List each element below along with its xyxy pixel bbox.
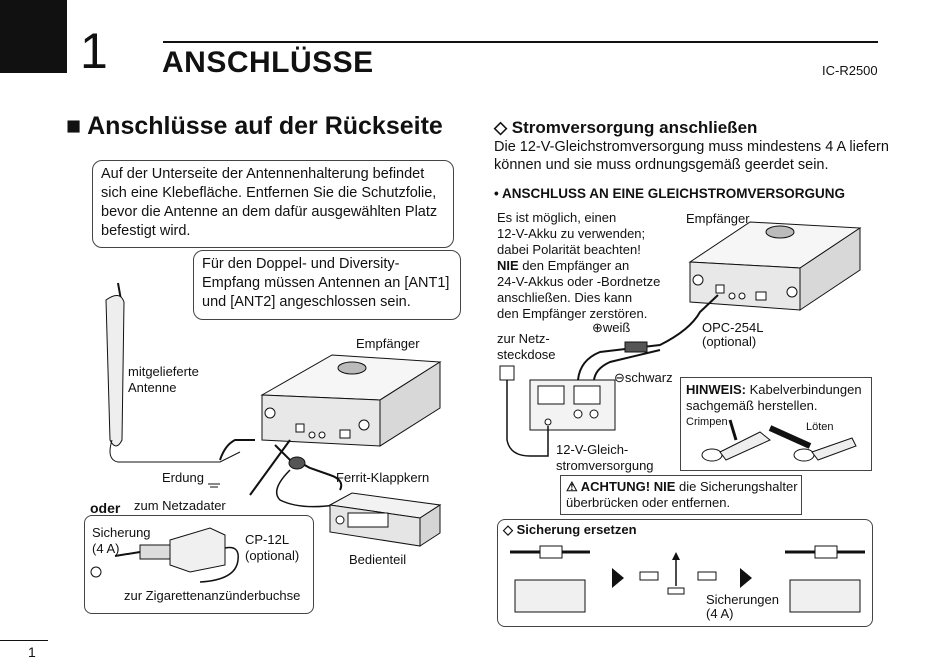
label-cigarette: zur Zigarettenanzünderbuchse [124,588,301,603]
model-name: IC-R2500 [822,63,878,78]
hint-line-1: HINWEIS: Kabelverbindungen [686,382,862,398]
label-black: ⊖schwarz [614,370,673,385]
label-ferrite: Ferrit-Klappkern [336,470,430,485]
label-mains-1: zur Netz- [497,331,550,346]
label-cp12l-1: CP-12L [245,532,290,547]
hint-box [680,377,872,471]
controller-icon [328,492,442,547]
section-title: ■ Anschlüsse auf der Rückseite [66,112,443,140]
label-opc-1: OPC-254L [702,320,764,335]
wall-socket-icon [499,365,515,381]
ferrite-core-icon [288,456,306,470]
callout-adhesive-text: Auf der Unterseite der Antennenhalterung… [101,166,438,239]
fuse-label-1: Sicherungen [706,592,779,607]
label-fuse-1: Sicherung [92,525,151,540]
footer-rule [0,640,48,641]
hint-line-2: sachgemäß herstellen. [686,398,818,413]
chapter-title: ANSCHLÜSSE [162,46,374,79]
dc-note-line: 12-V-Akku zu verwenden; [497,226,646,241]
fuse-step-2-icon [639,552,717,595]
crimp-icon [701,419,771,462]
arrow-icon [612,568,624,588]
fuse-step-1-icon [510,545,590,613]
solder-icon [768,425,857,462]
arrow-icon [740,568,752,588]
label-antenna-2: Antenne [128,380,177,395]
label-crimp: Crimpen [686,416,728,428]
receiver-right-icon [688,221,862,311]
fuse-box [497,519,873,627]
antenna-icon [105,282,241,463]
receiver-left-icon [260,354,442,447]
dc-note-line: anschließen. Dies kann [497,290,633,305]
cigarette-plug-icon [90,527,239,583]
warning-rest: die Sicherungshalter [675,479,798,494]
fuse-label-2: (4 A) [706,606,734,621]
dc-note-line: dabei Polarität beachten! [497,242,641,257]
label-psu-2: stromversorgung [556,458,654,473]
label-psu-1: 12-V-Gleich- [556,442,629,457]
label-opc-2: (optional) [702,334,757,349]
label-receiver-left: Empfänger [356,336,420,351]
dc-note-line: Es ist möglich, einen [497,210,617,225]
warning-bold: ⚠ ACHTUNG! NIE [566,479,676,494]
label-antenna-1: mitgelieferte [128,364,199,379]
dc-note-line: den Empfänger zerstören. [497,306,648,321]
dc-note: Es ist möglich, einen 12-V-Akku zu verwe… [497,210,660,322]
hint-bold: HINWEIS: [686,382,746,397]
label-or: oder [90,500,121,516]
callout-diversity-text: Für den Doppel- und Diversity-Empfang mü… [202,256,450,310]
chapter-tab [0,0,67,73]
power-intro-1: Die 12-V-Gleichstromversorgung muss mind… [494,139,889,155]
dc-note-line: 24-V-Akkus oder -Bordnetze [497,274,661,289]
warning-line-1: ⚠ ACHTUNG! NIE die Sicherungshalter [566,479,798,495]
label-white: ⊕weiß [592,320,631,335]
power-subhead: ◇ Stromversorgung anschließen [494,118,758,137]
label-cp12l-2: (optional) [245,548,300,563]
fuse-title: ◇ Sicherung ersetzen [503,522,637,537]
warning-line-2: überbrücken oder entfernen. [566,495,731,510]
dc-note-line: NIE den Empfänger an [497,258,660,274]
label-solder: Löten [806,421,834,433]
dc-bullet: • ANSCHLUSS AN EINE GLEICHSTROMVERSORGUN… [494,186,845,201]
label-mains-2: steckdose [497,347,556,362]
label-receiver-right: Empfänger [686,211,750,226]
label-controller: Bedienteil [349,552,407,567]
callout-adhesive: Auf der Unterseite der Antennenhalterung… [92,160,454,248]
power-supply-icon [529,379,616,431]
dc-note-rest: den Empfänger an [518,258,630,273]
hint-rest: Kabelverbindungen [745,382,862,397]
warning-box [560,475,802,515]
label-adapter: zum Netzadater [134,498,226,513]
power-intro-2: können und sie muss ordnungsgemäß geerde… [494,157,829,173]
label-fuse-2: (4 A) [92,541,120,556]
header-rule [163,41,878,43]
callout-diversity: Für den Doppel- und Diversity-Empfang mü… [193,250,461,320]
page-number: 1 [28,644,36,660]
dc-note-nie: NIE [497,258,519,273]
label-ground: Erdung [162,470,204,485]
fuse-step-3-icon [785,545,865,613]
chapter-number: 1 [80,23,108,79]
